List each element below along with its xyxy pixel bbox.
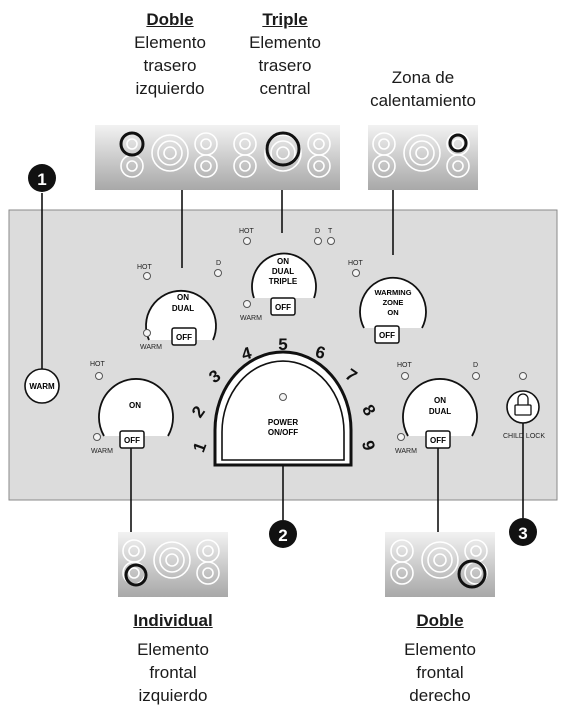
on-label: ON: [387, 308, 398, 317]
dial-number-5: 5: [278, 335, 287, 354]
on-label: ON: [177, 293, 189, 302]
dual-indicator: [214, 269, 222, 277]
on-off-label: ON/OFF: [268, 428, 298, 437]
caption-line: trasero: [258, 56, 312, 75]
hot-indicator: [243, 237, 251, 245]
caption-line: Zona de: [391, 68, 455, 87]
off-button-label: OFF: [379, 331, 395, 340]
hot-label: HOT: [239, 228, 255, 235]
off-button[interactable]: OFF: [374, 325, 400, 344]
callout-1-number: 1: [37, 170, 46, 189]
caption-line: izquierdo: [135, 79, 205, 98]
dual-indicator-label: D: [315, 228, 320, 235]
leader-lines: [41, 190, 524, 532]
off-button-label: OFF: [430, 436, 446, 445]
warm-button-label: WARM: [29, 382, 55, 391]
callout-2: 2: [269, 520, 297, 548]
hot-label: HOT: [397, 362, 413, 369]
caption-line: Elemento: [404, 640, 476, 659]
caption-line: Elemento: [249, 33, 321, 52]
off-button[interactable]: OFF: [119, 430, 145, 449]
dual-indicator: [314, 237, 322, 245]
off-button-label: OFF: [275, 303, 291, 312]
caption-heading: Triple: [262, 10, 308, 29]
caption-line: frontal: [149, 663, 197, 682]
caption-line: central: [259, 79, 311, 98]
dual-indicator: [472, 372, 480, 380]
callout-3-number: 3: [518, 524, 527, 543]
warm-label: WARM: [395, 448, 417, 455]
caption-heading: Doble: [416, 611, 464, 630]
warm-label: WARM: [91, 448, 113, 455]
warming-label: WARMING: [374, 288, 411, 297]
caption-line: derecho: [409, 686, 471, 705]
dual-indicator-label: D: [216, 260, 221, 267]
off-button[interactable]: OFF: [425, 430, 451, 449]
cooktop-rear-center: [230, 125, 340, 190]
knob-front-right[interactable]: HOT D ON DUAL WARM OFF: [395, 362, 480, 455]
caption-heading: Individual: [133, 611, 213, 630]
on-label: ON: [129, 401, 141, 410]
off-button[interactable]: OFF: [270, 297, 296, 316]
caption-line: trasero: [143, 56, 197, 75]
caption-front-left: Individual Elemento frontal izquierdo: [98, 609, 248, 707]
hot-indicator: [401, 372, 409, 380]
caption-heading: Doble: [146, 10, 194, 29]
triple-label: TRIPLE: [269, 277, 298, 286]
off-button[interactable]: OFF: [171, 327, 197, 346]
triple-indicator-label: T: [328, 228, 333, 235]
knob-rear-center[interactable]: HOT D T ON DUAL TRIPLE WARM OFF: [239, 228, 335, 322]
warm-label: WARM: [240, 315, 262, 322]
triple-indicator: [327, 237, 335, 245]
warm-indicator: [143, 329, 151, 337]
child-lock-button[interactable]: CHILD LOCK: [503, 372, 545, 441]
warm-indicator: [93, 433, 101, 441]
callout-3: 3: [509, 518, 537, 546]
off-button-label: OFF: [176, 333, 192, 342]
caption-rear-left: Doble Elemento trasero izquierdo: [95, 8, 245, 100]
on-label: ON: [434, 396, 446, 405]
caption-warming-zone: Zona de calentamiento: [343, 66, 503, 112]
dual-indicator-label: D: [473, 362, 478, 369]
warm-indicator: [397, 433, 405, 441]
caption-line: Elemento: [134, 33, 206, 52]
warm-indicator: [243, 300, 251, 308]
caption-line: izquierdo: [138, 686, 208, 705]
hot-label: HOT: [348, 260, 364, 267]
hot-indicator: [143, 272, 151, 280]
callout-2-number: 2: [278, 526, 287, 545]
caption-line: frontal: [416, 663, 464, 682]
child-lock-indicator: [519, 372, 527, 380]
cooktop-front-right: [385, 532, 495, 597]
hot-label: HOT: [137, 264, 153, 271]
callout-1: 1: [28, 164, 56, 192]
cooktop-rear-right: [368, 125, 478, 190]
knob-warming-zone[interactable]: HOT WARMING ZONE ON OFF: [348, 260, 427, 344]
dual-label: DUAL: [172, 304, 194, 313]
caption-line: calentamiento: [370, 91, 476, 110]
hot-indicator: [95, 372, 103, 380]
caption-line: Elemento: [137, 640, 209, 659]
warm-label: WARM: [140, 344, 162, 351]
knob-front-left[interactable]: HOT ON WARM OFF: [90, 361, 174, 455]
warm-button[interactable]: WARM: [24, 368, 60, 404]
hot-indicator: [352, 269, 360, 277]
cooktop-front-left: [118, 532, 228, 597]
cooktop-rear-left: [95, 125, 245, 190]
lock-icon: [514, 393, 532, 416]
zone-label: ZONE: [383, 298, 404, 307]
child-lock-label: CHILD LOCK: [503, 433, 545, 440]
knob-rear-left[interactable]: HOT D ON DUAL WARM OFF: [137, 260, 222, 351]
caption-front-right: Doble Elemento frontal derecho: [365, 609, 515, 707]
hot-label: HOT: [90, 361, 106, 368]
off-button-label: OFF: [124, 436, 140, 445]
power-indicator: [279, 393, 287, 401]
caption-rear-center: Triple Elemento trasero central: [210, 8, 360, 100]
on-label: ON: [277, 257, 289, 266]
dual-label: DUAL: [272, 267, 294, 276]
power-label: POWER: [268, 418, 298, 427]
dual-label: DUAL: [429, 407, 451, 416]
